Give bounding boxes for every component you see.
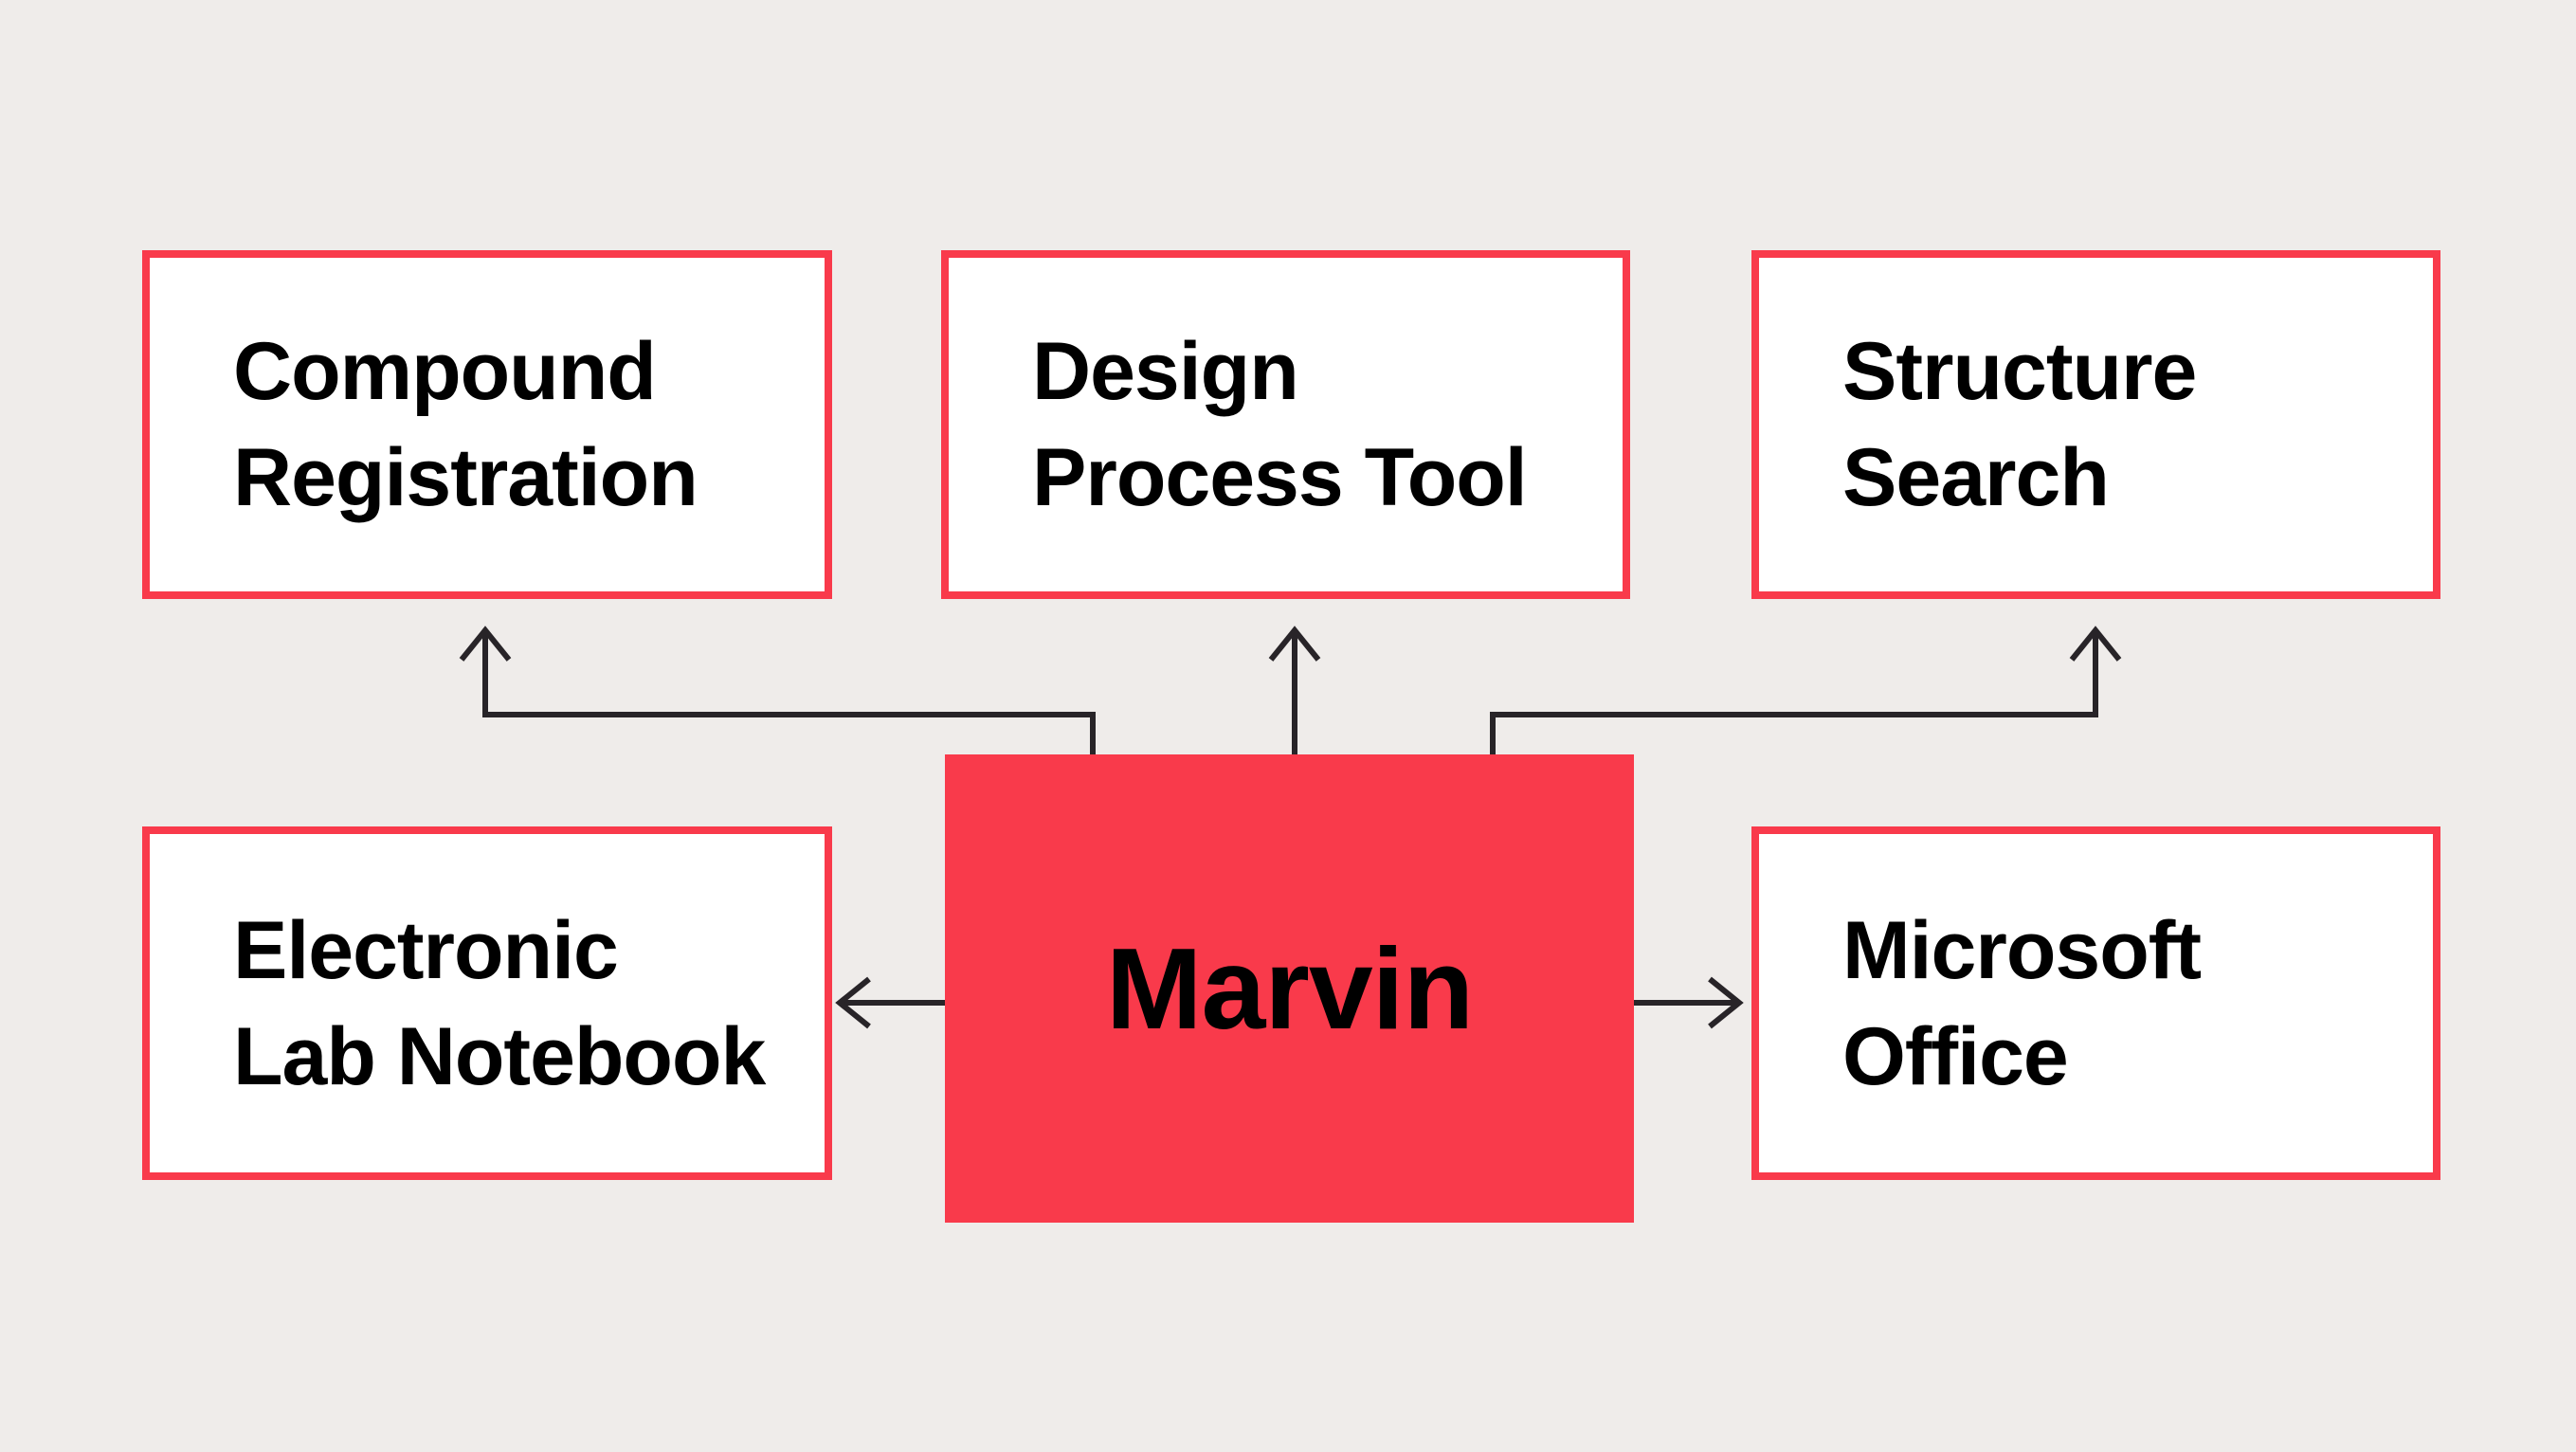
connector-marvin-to-microsoft-office xyxy=(1631,976,1744,1029)
node-structure-search: Structure Search xyxy=(1751,250,2440,599)
node-marvin: Marvin xyxy=(945,754,1634,1223)
node-electronic-lab-notebook: Electronic Lab Notebook xyxy=(142,826,832,1180)
node-label-line1: Compound xyxy=(233,326,657,417)
arrowhead-up-icon xyxy=(1268,626,1321,662)
node-compound-registration: Compound Registration xyxy=(142,250,832,599)
node-label-line1: Design xyxy=(1032,326,1299,417)
center-node-label: Marvin xyxy=(1105,924,1474,1053)
connector-line xyxy=(1490,629,2098,759)
arrowhead-up-icon xyxy=(459,626,512,662)
node-label-line1: Microsoft xyxy=(1842,904,2202,996)
connector-marvin-to-electronic-lab-notebook xyxy=(835,976,948,1029)
arrowhead-left-icon xyxy=(835,976,871,1029)
node-label-line1: Structure xyxy=(1842,326,2197,417)
node-microsoft-office: Microsoft Office xyxy=(1751,826,2440,1180)
connector-marvin-to-structure-search xyxy=(1490,626,2122,759)
arrowhead-right-icon xyxy=(1708,976,1744,1029)
connector-line xyxy=(482,629,1096,759)
node-label-line2: Registration xyxy=(233,432,698,523)
node-design-process-tool: Design Process Tool xyxy=(941,250,1630,599)
node-label-line2: Search xyxy=(1842,432,2110,523)
node-label-line1: Electronic xyxy=(233,904,619,996)
connector-marvin-to-design-process-tool xyxy=(1268,626,1321,759)
node-label-line2: Process Tool xyxy=(1032,432,1528,523)
node-label-line2: Office xyxy=(1842,1010,2069,1102)
arrowhead-up-icon xyxy=(2069,626,2122,662)
connector-marvin-to-compound-registration xyxy=(459,626,1096,759)
node-label-line2: Lab Notebook xyxy=(233,1010,766,1102)
